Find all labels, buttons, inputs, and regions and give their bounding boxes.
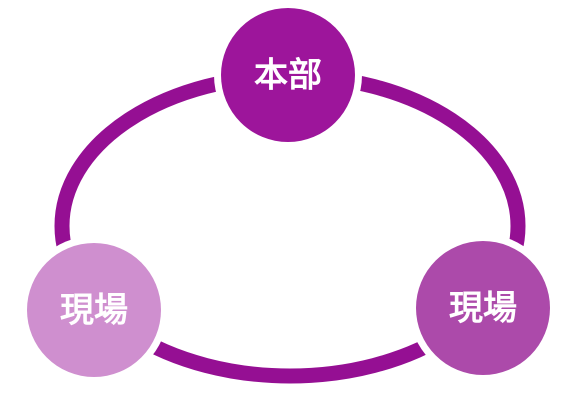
node-right-label: 現場 (449, 289, 517, 329)
node-left-label: 現場 (60, 291, 128, 331)
node-left-disc (27, 243, 161, 377)
node-top-label: 本部 (254, 56, 322, 96)
node-top: 本部 (214, 1, 362, 149)
node-left: 現場 (20, 236, 168, 384)
node-right: 現場 (409, 234, 557, 382)
node-right-disc (416, 241, 550, 375)
node-top-disc (221, 8, 355, 142)
